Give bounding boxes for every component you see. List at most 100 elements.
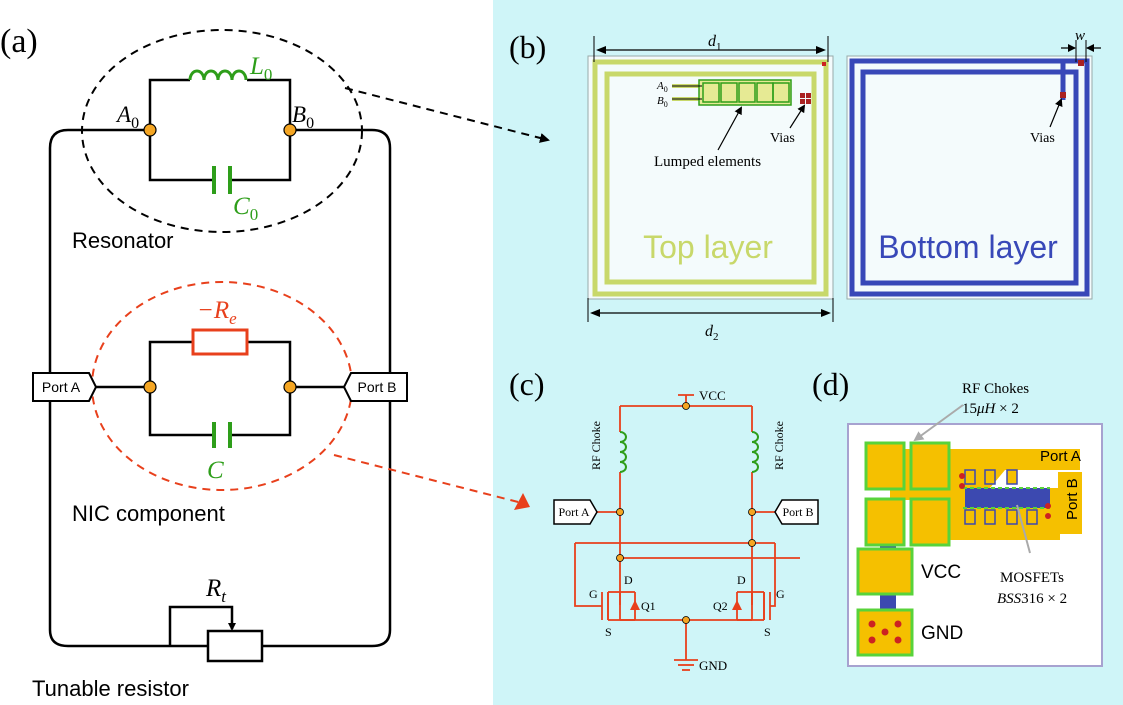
q2-d-label: D [737, 573, 746, 587]
q1-label: Q1 [641, 599, 656, 613]
neg-Re-label: −Re [197, 297, 237, 328]
mosfet-q2-diode [732, 600, 742, 610]
circuit-c-port-a-text: Port A [558, 505, 589, 519]
circuit-c-port-b [774, 499, 819, 525]
pcb-vias [959, 473, 1051, 519]
bottom-layer-board [846, 55, 1093, 300]
node-B0 [283, 123, 297, 137]
panel-c-label: (c) [509, 366, 545, 402]
nic-bottom-branch [148, 387, 292, 437]
C0-label: C0 [233, 193, 258, 224]
resonator-dashed-outline [81, 29, 363, 233]
choke-pads [864, 441, 951, 547]
panel-d-label: (d) [812, 366, 849, 402]
q1-s-label: S [605, 625, 612, 639]
tunable-resistor-wiper [168, 605, 236, 646]
rf-chokes-title: RF Chokes [962, 381, 1029, 397]
q1-d-label: D [624, 573, 633, 587]
nic-component-label: NIC component [72, 501, 225, 526]
negative-resistor [191, 328, 249, 356]
port-b-tag [342, 372, 408, 402]
vias-label-top: Vias [770, 131, 795, 146]
nic-to-circuit-arrowhead [514, 493, 530, 510]
nic-top-branch [148, 340, 292, 387]
q2-label: Q2 [713, 599, 728, 613]
rf-chokes-pointer [913, 404, 964, 442]
A0-label: A0 [115, 102, 139, 132]
panel-a: (a) L0 C0 A0 B0 Resonator −Re C NIC comp… [0, 23, 408, 701]
gnd-label: GND [699, 658, 727, 673]
via-top-corner [822, 62, 826, 66]
rf-choke-right-label: RF Choke [772, 421, 786, 470]
vias-pointer-top [789, 104, 806, 129]
w-label: w [1075, 28, 1085, 44]
rf-chokes-value: 15μH × 2 [962, 401, 1019, 417]
lumped-elements-label: Lumped elements [654, 154, 761, 170]
pcb-port-b-label: Port B [1064, 478, 1081, 520]
C-label: C [207, 457, 224, 484]
d2-label: d2 [705, 323, 719, 343]
mosfets-title: MOSFETs [1000, 570, 1064, 586]
via-top-4 [806, 99, 811, 104]
lumped-pointer [717, 106, 742, 151]
circuit-c-nodes [616, 402, 756, 624]
mosfet-q1 [601, 591, 636, 621]
resonator-to-layout-arrow [344, 87, 550, 143]
circuit-c-port-b-text: Port B [782, 505, 813, 519]
lumped-elements-block [698, 79, 792, 106]
rf-choke-left-coil [619, 431, 627, 473]
inductor-L0 [188, 69, 248, 81]
a0-pin-label: A0 [656, 80, 668, 94]
top-trace-inner [604, 71, 817, 285]
gnd-pad [856, 608, 914, 657]
circuit-c-port-a [553, 499, 598, 525]
vcc-label: VCC [699, 388, 726, 403]
nic-node-right [283, 380, 297, 394]
via-top-2 [806, 93, 811, 98]
lumped-cell-1 [702, 82, 720, 103]
mosfets-pointer [1016, 504, 1031, 554]
resonator-label: Resonator [72, 228, 174, 253]
port-a-tag [32, 372, 98, 402]
resonator-top-branch [148, 78, 292, 130]
nic-node-left [143, 380, 157, 394]
port-b-text: Port B [358, 379, 397, 395]
via-bottom-1 [1060, 92, 1066, 98]
lumped-cell-2 [720, 82, 738, 103]
B0-label: B0 [292, 102, 314, 132]
w-arrows [1068, 44, 1094, 52]
lumped-cell-5 [772, 82, 790, 103]
bottom-layer-label: Bottom layer [878, 229, 1058, 265]
via-top-3 [800, 99, 805, 104]
mosfet-pads [964, 469, 1038, 525]
mosfets-part: BSS316 × 2 [997, 591, 1067, 607]
tunable-resistor-label: Tunable resistor [32, 676, 189, 701]
nic-to-circuit-arrow-line [333, 454, 523, 504]
top-trace-outer [592, 59, 829, 297]
panel-c: (c) [509, 366, 819, 673]
pcb-port-a-label: Port A [1040, 448, 1081, 465]
b0-pin-label: B0 [657, 95, 668, 109]
vias-label-bottom: Vias [1030, 131, 1055, 146]
tunable-resistor-body [206, 629, 264, 663]
via-top-1 [800, 93, 805, 98]
node-A0 [143, 123, 157, 137]
rf-choke-right-coil [751, 431, 759, 473]
q1-g-label: G [589, 587, 598, 601]
lumped-cell-3 [738, 82, 756, 103]
mosfet-q1-diode [630, 600, 640, 610]
resonator-bottom-branch [148, 130, 292, 182]
ground-symbol [674, 659, 698, 671]
pcb-bottom-copper [965, 488, 1050, 508]
Rt-label: Rt [205, 575, 227, 606]
mosfet-outline [963, 487, 1050, 509]
panel-d: (d) [812, 366, 1103, 667]
panel-b-label: (b) [509, 29, 546, 65]
top-layer-label: Top layer [643, 229, 773, 265]
pcb-gnd-label: GND [921, 623, 963, 644]
port-b-pad [1058, 472, 1082, 534]
L0-label: L0 [249, 53, 272, 84]
vcc-pad [856, 547, 914, 596]
